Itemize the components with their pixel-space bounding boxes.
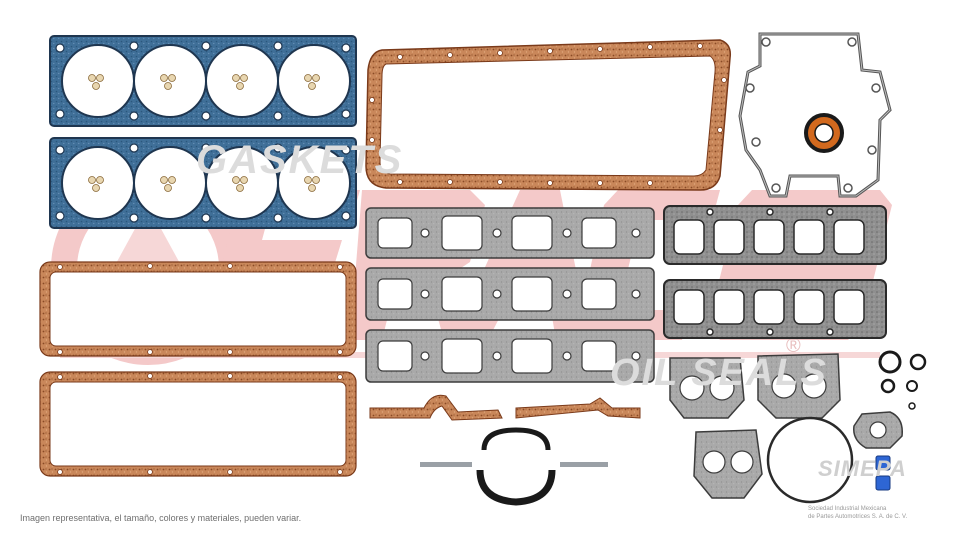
svg-text:®: ® [786,335,801,357]
company-watermark: Sociedad Industrial Mexicana de Partes A… [808,505,958,521]
timing-cover-oil-seal [804,113,844,153]
egr-gasket [853,411,903,449]
head-gasket-top [49,35,357,127]
oil-pan-end-seal-left [369,394,503,421]
o-ring-tiny [908,402,916,410]
company-line-2: de Partes Automotrices S. A. de C. V. [808,514,908,520]
oil-pan-gasket [365,39,732,191]
valve-stem-seals [875,455,891,491]
valve-cover-gasket-top [39,261,357,357]
intake-manifold-gasket-2 [365,267,655,321]
intake-manifold-gasket-1 [365,207,655,259]
exhaust-manifold-gasket-top [663,205,887,265]
o-ring-small [906,380,918,392]
timing-cover-gasket [738,32,892,198]
o-ring-large [878,350,902,374]
rear-main-seal [420,427,608,506]
disclaimer-text: Imagen representativa, el tamaño, colore… [20,513,302,523]
throttle-body-gasket-1 [669,357,745,419]
intake-manifold-gasket-3 [365,329,655,383]
exhaust-manifold-gasket-bottom [663,279,887,339]
head-gasket-bottom [49,137,357,229]
o-ring-small [880,378,896,394]
oil-pan-end-seal-right [515,397,641,419]
o-ring-medium [909,353,927,371]
o-ring-set [878,350,927,410]
valve-cover-gasket-bottom [39,371,357,477]
thermostat-o-ring [766,416,854,504]
company-line-1: Sociedad Industrial Mexicana [808,506,887,512]
throttle-body-gasket-2 [757,353,841,419]
throttle-body-gasket-3 [693,429,763,499]
